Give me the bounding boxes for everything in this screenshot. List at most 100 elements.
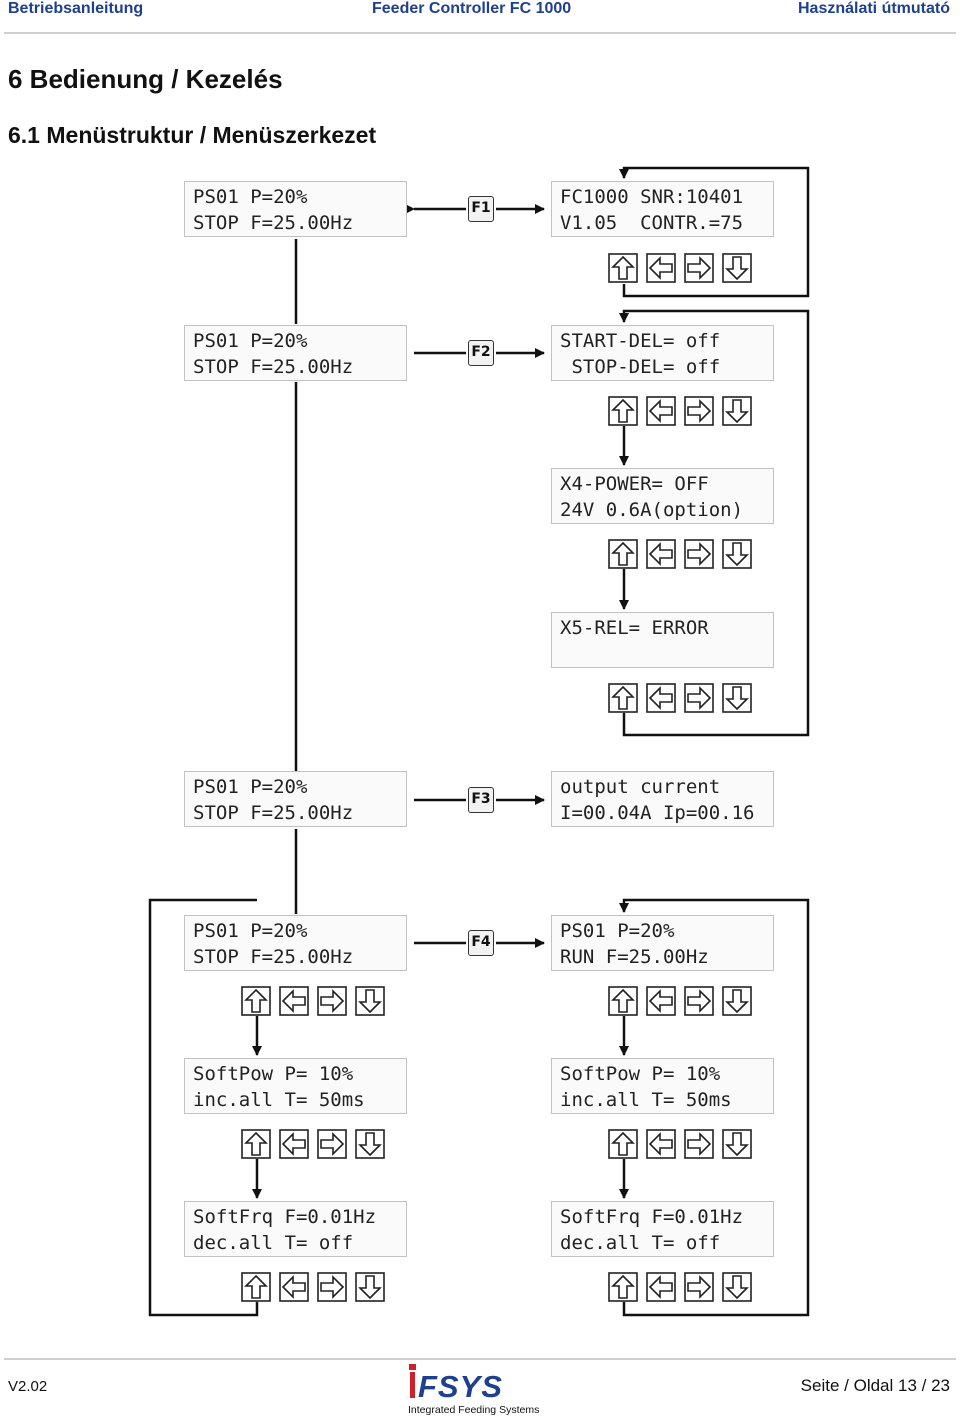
page-number: Seite / Oldal 13 / 23 — [800, 1376, 950, 1395]
down-arrow-icon — [722, 396, 752, 426]
arrow-keys-row — [608, 539, 758, 569]
right-arrow-key[interactable] — [684, 683, 714, 713]
right-arrow-key[interactable] — [684, 396, 714, 426]
up-arrow-key[interactable] — [241, 1129, 271, 1159]
up-arrow-key[interactable] — [608, 1272, 638, 1302]
down-arrow-key[interactable] — [355, 1129, 385, 1159]
header-left: Betriebsanleitung — [8, 0, 144, 17]
up-arrow-icon — [608, 539, 638, 569]
up-arrow-icon — [608, 396, 638, 426]
left-arrow-icon — [279, 1272, 309, 1302]
down-arrow-key[interactable] — [722, 1129, 752, 1159]
down-arrow-icon — [722, 253, 752, 283]
lcd-softfrq-right: SoftFrq F=0.01Hz dec.all T= off — [551, 1201, 774, 1257]
lcd-main-f3: PS01 P=20% STOP F=25.00Hz — [184, 771, 407, 827]
lcd-line: dec.all T= off — [193, 1232, 354, 1254]
down-arrow-icon — [355, 1129, 385, 1159]
lcd-line: PS01 P=20% — [193, 776, 308, 798]
f1-loop — [619, 166, 810, 298]
lcd-line: 24V 0.6A(option) — [560, 499, 744, 521]
lcd-softfrq-left: SoftFrq F=0.01Hz dec.all T= off — [184, 1201, 407, 1257]
right-arrow-icon — [317, 1272, 347, 1302]
up-arrow-icon — [608, 683, 638, 713]
f2-loop — [619, 309, 810, 737]
logo-tagline: Integrated Feeding Systems — [408, 1404, 539, 1416]
up-arrow-key[interactable] — [241, 986, 271, 1016]
down-arrow-key[interactable] — [722, 986, 752, 1016]
left-arrow-key[interactable] — [646, 683, 676, 713]
page-footer: V2.02 FSYS Integrated Feeding Systems Se… — [0, 1356, 960, 1416]
left-arrow-icon — [646, 396, 676, 426]
left-arrow-icon — [646, 253, 676, 283]
up-arrow-key[interactable] — [608, 539, 638, 569]
left-arrow-key[interactable] — [279, 986, 309, 1016]
right-arrow-key[interactable] — [684, 986, 714, 1016]
lcd-softpow-right: SoftPow P= 10% inc.all T= 50ms — [551, 1058, 774, 1114]
left-arrow-key[interactable] — [279, 1272, 309, 1302]
lcd-line: SoftPow P= 10% — [193, 1063, 354, 1085]
lcd-info: FC1000 SNR:10401 V1.05 CONTR.=75 — [551, 181, 774, 237]
up-arrow-key[interactable] — [608, 986, 638, 1016]
lcd-main-f1: PS01 P=20% STOP F=25.00Hz — [184, 181, 407, 237]
down-arrow-key[interactable] — [722, 1272, 752, 1302]
lcd-current: output current I=00.04A Ip=00.16 — [551, 771, 774, 827]
arrow-keys-row — [608, 1129, 758, 1159]
header-center: Feeder Controller FC 1000 — [372, 0, 572, 17]
right-arrow-icon — [684, 539, 714, 569]
left-arrow-icon — [279, 1129, 309, 1159]
lcd-line: X4-POWER= OFF — [560, 473, 709, 495]
left-arrow-key[interactable] — [279, 1129, 309, 1159]
down-arrow-key[interactable] — [355, 1272, 385, 1302]
down-arrow-key[interactable] — [355, 986, 385, 1016]
lcd-line: output current — [560, 776, 721, 798]
left-arrow-key[interactable] — [646, 1129, 676, 1159]
left-arrow-key[interactable] — [646, 396, 676, 426]
up-arrow-key[interactable] — [241, 1272, 271, 1302]
right-arrow-key[interactable] — [684, 539, 714, 569]
f4-key[interactable]: F4 — [468, 930, 494, 956]
up-arrow-key[interactable] — [608, 396, 638, 426]
up-arrow-key[interactable] — [608, 683, 638, 713]
lcd-line: PS01 P=20% — [193, 186, 308, 208]
section-subtitle: 6.1 Menüstruktur / Menüszerkezet — [8, 122, 377, 148]
lcd-main-f2: PS01 P=20% STOP F=25.00Hz — [184, 325, 407, 381]
lcd-main-f4: PS01 P=20% STOP F=25.00Hz — [184, 915, 407, 971]
f3-key[interactable]: F3 — [468, 787, 494, 813]
lcd-line — [560, 641, 773, 667]
lcd-line: FC1000 SNR:10401 — [560, 186, 744, 208]
right-arrow-icon — [684, 1129, 714, 1159]
right-arrow-key[interactable] — [684, 1129, 714, 1159]
lcd-delay: START-DEL= off STOP-DEL= off — [551, 325, 774, 381]
down-arrow-key[interactable] — [722, 253, 752, 283]
f4-left-loop — [148, 898, 259, 1317]
down-arrow-icon — [722, 539, 752, 569]
lcd-line: dec.all T= off — [560, 1232, 721, 1254]
right-arrow-key[interactable] — [317, 986, 347, 1016]
lcd-line: X5-REL= ERROR — [560, 617, 709, 639]
lcd-line: STOP F=25.00Hz — [193, 946, 354, 968]
right-arrow-key[interactable] — [684, 1272, 714, 1302]
left-arrow-key[interactable] — [646, 539, 676, 569]
down-arrow-icon — [355, 986, 385, 1016]
f1-key[interactable]: F1 — [468, 196, 494, 222]
lcd-line: PS01 P=20% — [193, 330, 308, 352]
left-arrow-key[interactable] — [646, 986, 676, 1016]
up-arrow-key[interactable] — [608, 253, 638, 283]
up-arrow-icon — [608, 1129, 638, 1159]
lcd-line: STOP-DEL= off — [560, 356, 721, 378]
f2-key[interactable]: F2 — [468, 340, 494, 366]
left-arrow-key[interactable] — [646, 253, 676, 283]
section-title: 6 Bedienung / Kezelés — [8, 64, 283, 94]
down-arrow-key[interactable] — [722, 683, 752, 713]
right-arrow-key[interactable] — [317, 1129, 347, 1159]
right-arrow-key[interactable] — [317, 1272, 347, 1302]
lcd-line: RUN F=25.00Hz — [560, 946, 709, 968]
left-arrow-key[interactable] — [646, 1272, 676, 1302]
version-label: V2.02 — [8, 1378, 48, 1395]
up-arrow-key[interactable] — [608, 1129, 638, 1159]
down-arrow-key[interactable] — [722, 539, 752, 569]
lcd-line: SoftFrq F=0.01Hz — [560, 1206, 744, 1228]
right-arrow-key[interactable] — [684, 253, 714, 283]
arrow-keys-row — [608, 986, 758, 1016]
down-arrow-key[interactable] — [722, 396, 752, 426]
